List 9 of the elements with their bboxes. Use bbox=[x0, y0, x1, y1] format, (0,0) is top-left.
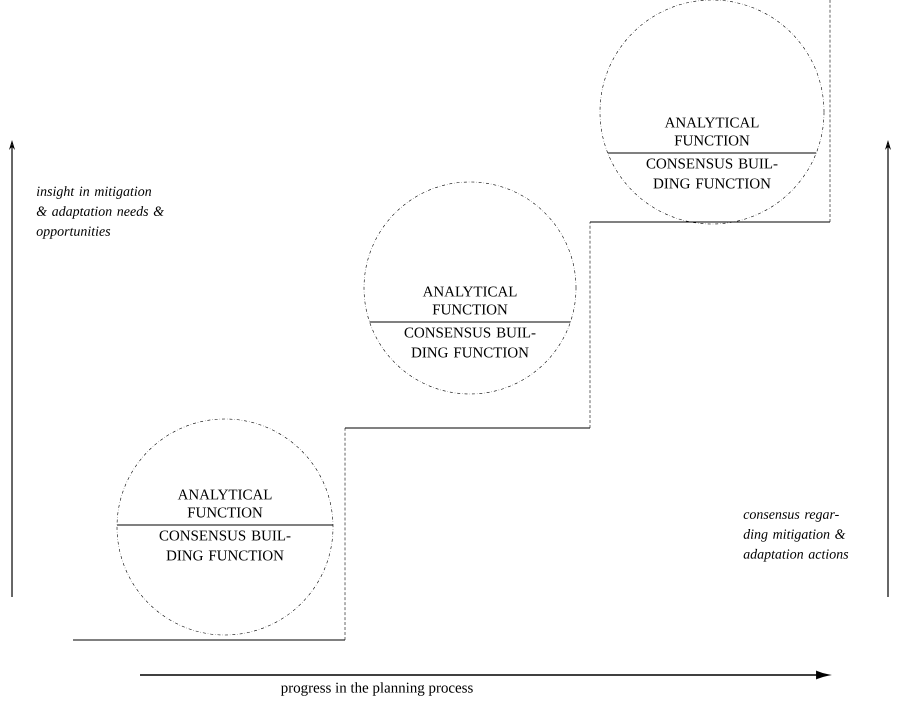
axis-label: progress in the planning process bbox=[280, 682, 473, 696]
circle-text: ANALYTICAL FUNCTION bbox=[178, 490, 272, 518]
axis-label: insight in mitigation & adaptation needs & opportunities bbox=[36, 186, 164, 239]
circle-text: CONSENSUS BUIL- DING FUNCTION bbox=[646, 158, 778, 188]
circle-text: ANALYTICAL FUNCTION bbox=[664, 118, 758, 146]
axis-label: consensus regar- ding mitigation & adaptation actions bbox=[744, 512, 848, 562]
circle-text: CONSENSUS BUIL- DING FUNCTION bbox=[404, 328, 536, 358]
circle-text: ANALYTICAL FUNCTION bbox=[422, 286, 516, 314]
circle-text: CONSENSUS BUIL- DING FUNCTION bbox=[160, 530, 290, 560]
